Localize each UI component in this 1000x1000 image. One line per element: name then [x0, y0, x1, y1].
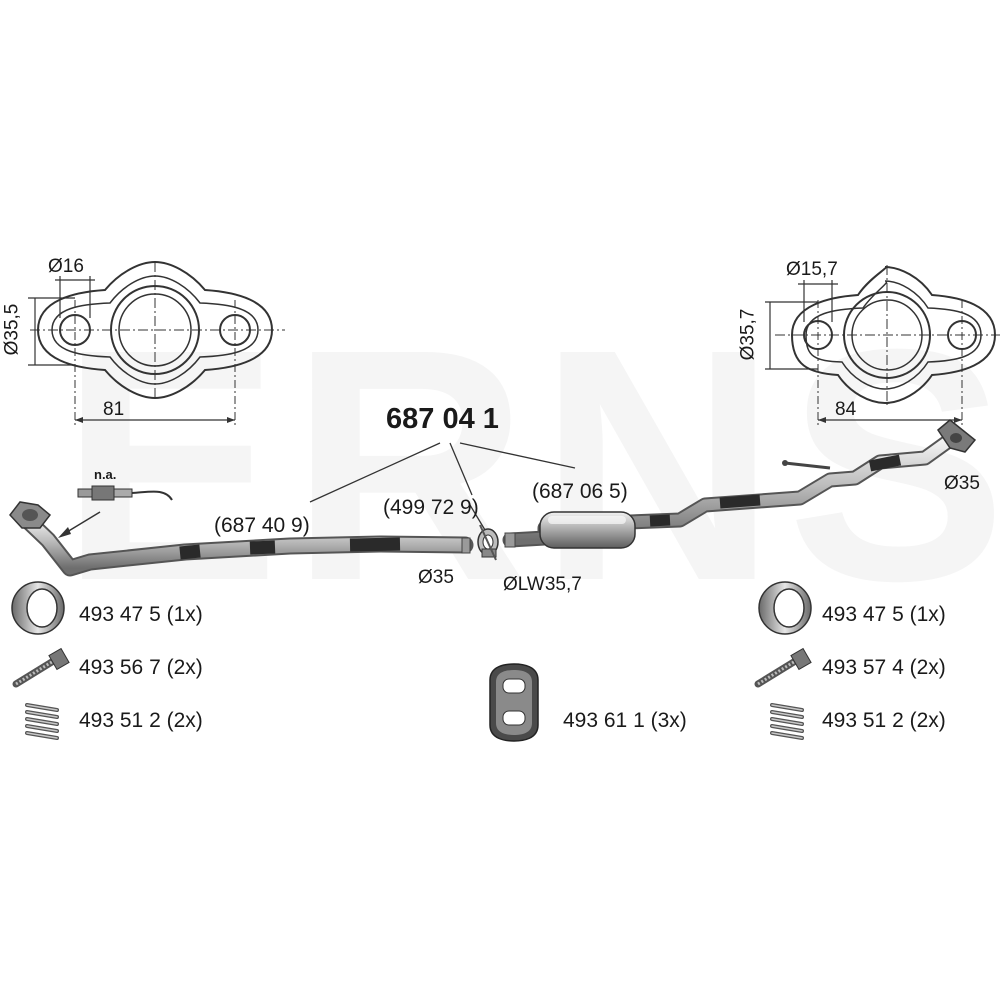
leader-lines: [309, 442, 576, 531]
silencer-inlet-diameter: ØLW35,7: [503, 574, 582, 595]
flange-right-hole-dim: Ø15,7: [786, 259, 838, 280]
accessory-left-2: 493 56 7 (2x): [79, 656, 203, 679]
accessory-right-3: 493 51 2 (2x): [822, 709, 946, 732]
flange-left-spacing-dim: 81: [103, 399, 125, 420]
pipe-end-diameter: Ø35: [418, 567, 454, 588]
bolt-icon: [754, 647, 812, 688]
accessory-left-1: 493 47 5 (1x): [79, 603, 203, 626]
set-number: 687 04 1: [386, 403, 499, 435]
part-rear-silencer: (687 06 5): [532, 480, 628, 503]
accessory-right-2: 493 57 4 (2x): [822, 656, 946, 679]
flange-left-hole-dim: Ø16: [48, 256, 84, 277]
part-clamp: (499 72 9): [383, 496, 479, 519]
spring-icon: [25, 703, 59, 740]
flange-right-spacing-dim: 84: [835, 399, 857, 420]
front-pipe: [9, 501, 474, 577]
watermark: ERNST: [60, 280, 1000, 649]
sensor-note: n.a.: [94, 467, 117, 482]
rubber-hanger-icon: [489, 663, 539, 742]
bolt-icon: [12, 647, 70, 688]
flange-right: [765, 265, 1000, 425]
accessory-center: 493 61 1 (3x): [563, 709, 687, 732]
lambda-sensor: [58, 485, 173, 538]
gasket-ring-icon: [11, 581, 65, 635]
accessory-right-1: 493 47 5 (1x): [822, 603, 946, 626]
gasket-ring-icon: [758, 581, 812, 635]
flange-left-height-dim: Ø35,5: [1, 303, 23, 356]
accessory-left-3: 493 51 2 (2x): [79, 709, 203, 732]
clamp: [477, 524, 499, 561]
rear-silencer: [502, 419, 977, 549]
part-front-pipe: (687 40 9): [214, 514, 310, 537]
spring-icon: [770, 703, 804, 740]
flange-left: [28, 260, 285, 425]
tail-diameter: Ø35: [944, 473, 980, 494]
flange-right-height-dim: Ø35,7: [737, 308, 759, 361]
